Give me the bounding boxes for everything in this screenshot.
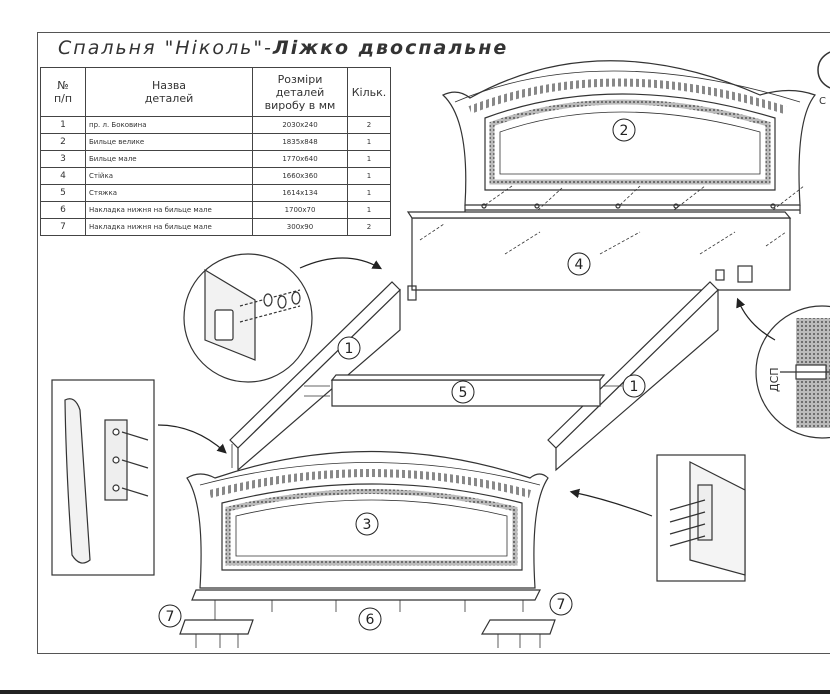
part4-callout	[567, 252, 591, 276]
part1-right-callout	[622, 374, 646, 398]
part6-label: 6	[366, 612, 375, 628]
arrow-side-fitting	[157, 424, 227, 454]
arrow-dsp	[736, 297, 776, 341]
detail-box-screws	[656, 454, 746, 582]
logo-mark	[817, 51, 830, 89]
part7-left-callout	[158, 604, 182, 628]
part5-label: 5	[459, 385, 468, 401]
title-prefix: Спальня "Ніколь"-	[58, 37, 273, 59]
foot-pad-left	[179, 619, 254, 648]
part7-right-label: 7	[557, 597, 566, 613]
logo-letter: С	[819, 96, 826, 107]
stand-panel	[406, 211, 792, 301]
drawing-frame	[37, 32, 830, 654]
part5-callout	[451, 380, 475, 404]
part1-left-label: 1	[345, 341, 354, 357]
detail-circle-fitting	[183, 253, 313, 383]
title-suffix: Ліжко двоспальне	[272, 37, 509, 59]
foot-pad-right	[480, 619, 556, 648]
part2-label: 2	[620, 123, 629, 139]
part3-callout	[355, 512, 379, 536]
header-size: Розміри деталей виробу в мм	[252, 67, 348, 117]
arrow-fitting	[299, 257, 383, 270]
detail-circle-dsp	[755, 305, 830, 439]
part6-callout	[358, 607, 382, 631]
part1-left-callout	[337, 336, 361, 360]
detail-box-side-fitting	[51, 379, 155, 576]
drawing-title: Спальня "Ніколь"-Ліжко двоспальне	[58, 37, 508, 59]
bottom-border	[0, 690, 830, 694]
arrow-screws	[569, 488, 653, 517]
part3-label: 3	[363, 517, 372, 533]
parts-table: № п/п Назва деталей Розміри деталей виро…	[40, 67, 391, 236]
parts-table-header: № п/п Назва деталей Розміри деталей виро…	[40, 67, 391, 117]
part7-right-callout	[549, 592, 573, 616]
part1-right-label: 1	[630, 379, 639, 395]
part4-label: 4	[575, 257, 584, 273]
bottom-overlay-strip	[191, 589, 541, 622]
part2-callout	[612, 118, 636, 142]
header-qty: Кільк.	[347, 67, 391, 117]
part7-left-label: 7	[166, 609, 175, 625]
dsp-label: ДСП	[768, 367, 781, 392]
